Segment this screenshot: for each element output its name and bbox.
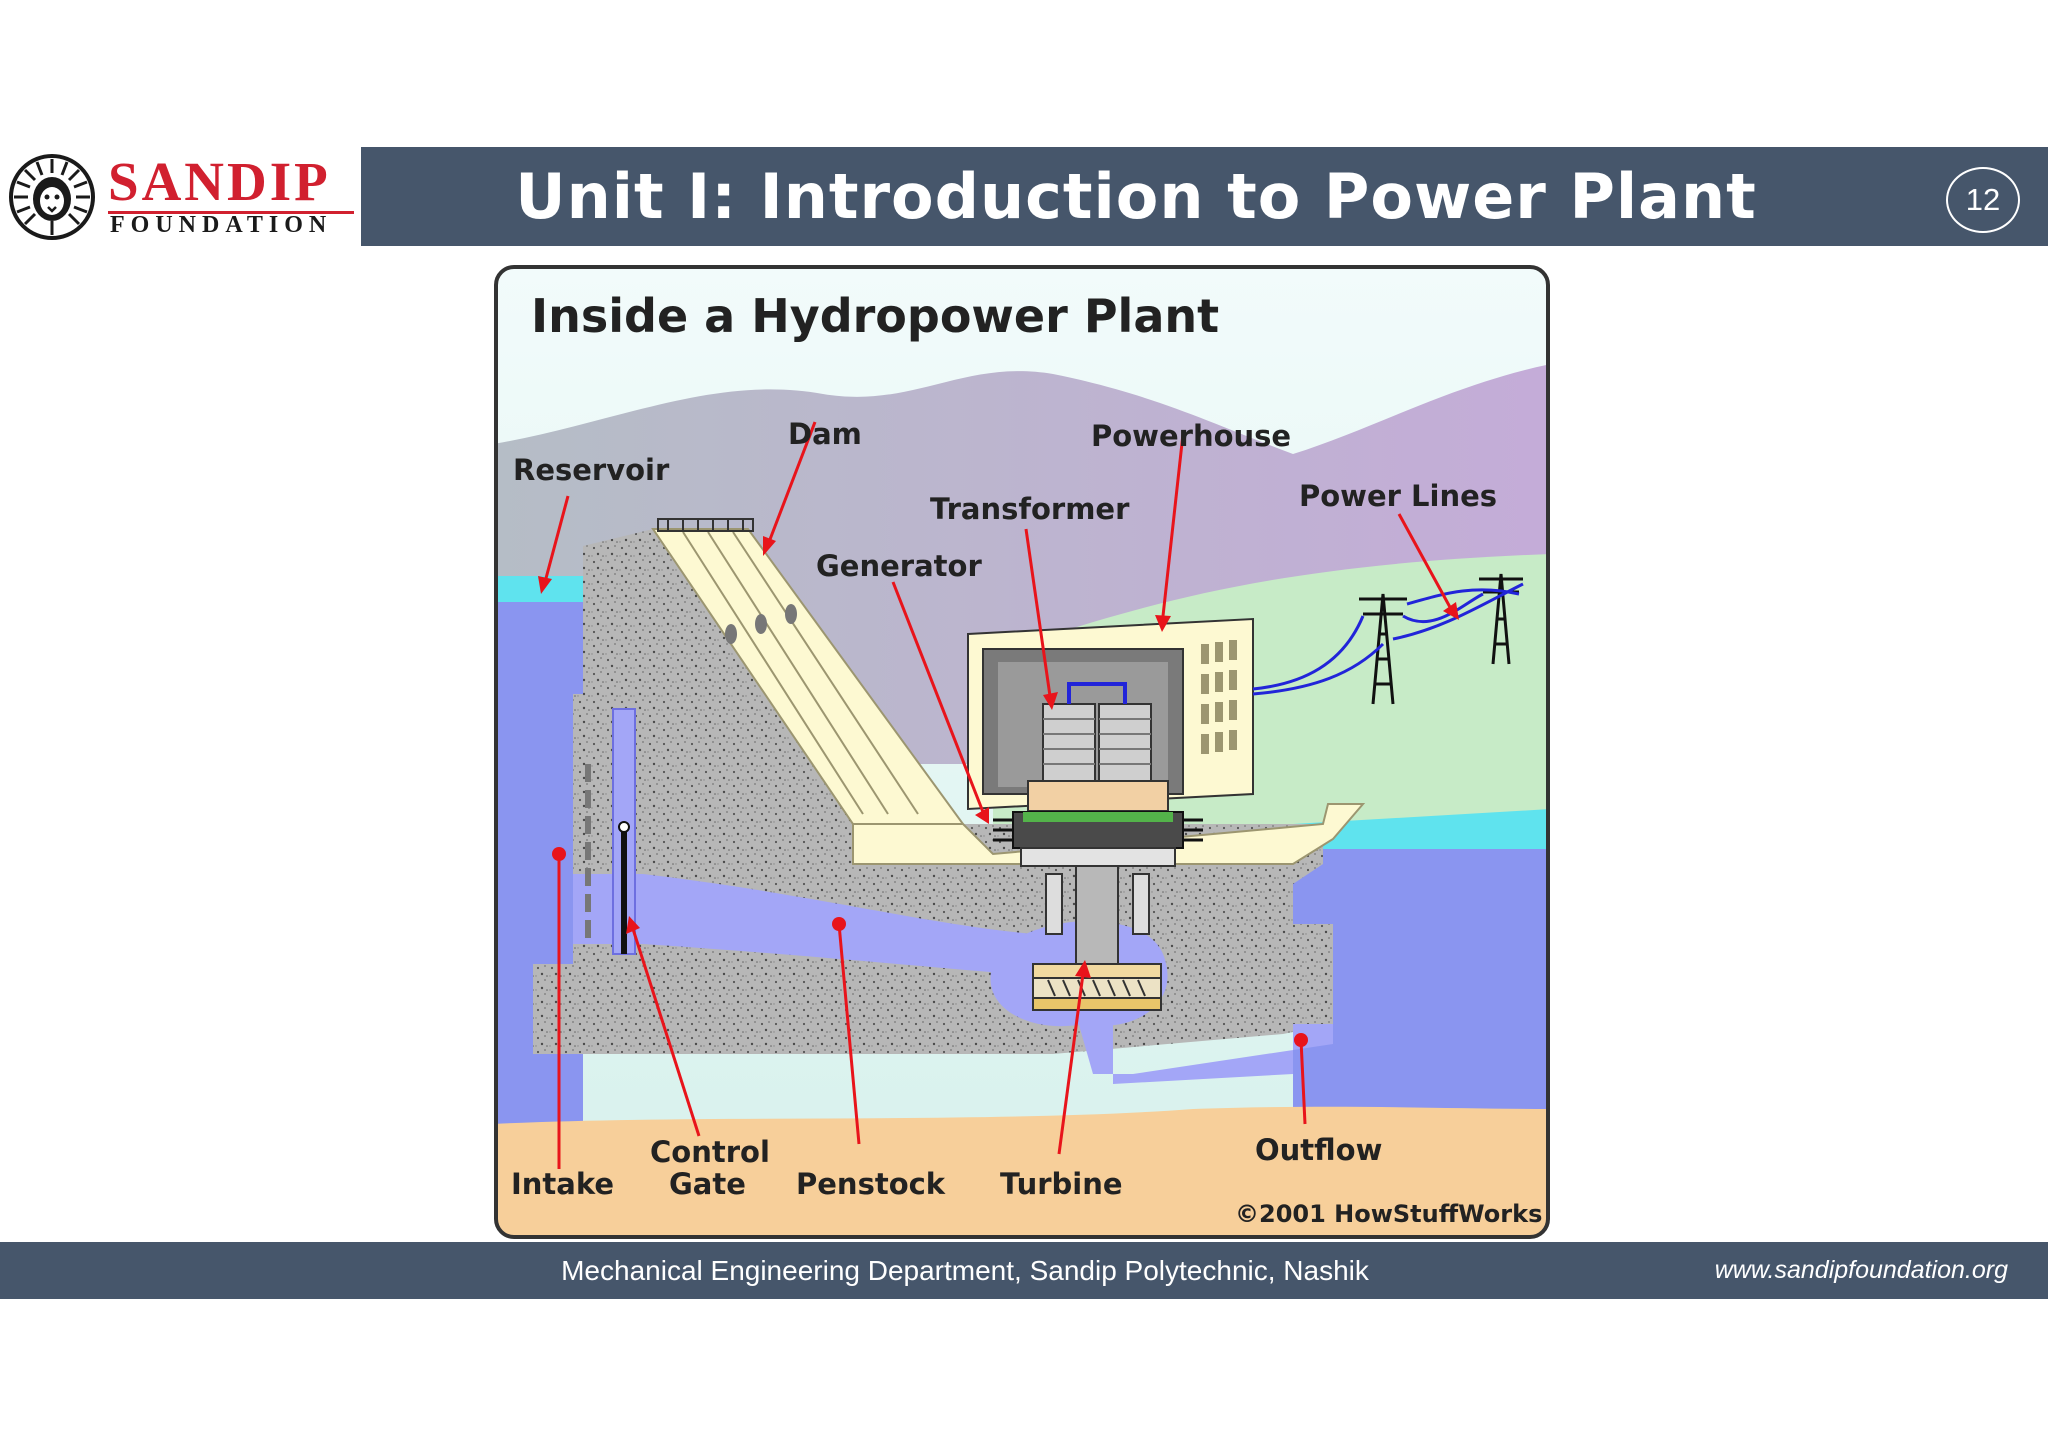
slide-header: SANDIP FOUNDATION Unit I: Introduction t… (0, 147, 2048, 246)
diagram-title: Inside a Hydropower Plant (531, 289, 1219, 343)
transformer-coils (1042, 682, 1152, 785)
footer-department: Mechanical Engineering Department, Sandi… (561, 1255, 1369, 1286)
transmission-towers (1359, 573, 1523, 705)
hydropower-diagram-canvas: Inside a Hydropower Plant Reservoir Dam … (494, 265, 1550, 1239)
label-power-lines: Power Lines (1299, 479, 1497, 513)
ground (496, 1106, 1548, 1237)
diagram-frame (494, 265, 1550, 1239)
turbine-runner (1032, 963, 1162, 1011)
label-outflow: Outflow (1255, 1133, 1382, 1167)
label-transformer: Transformer (930, 492, 1130, 526)
label-arrows (543, 421, 1453, 1169)
label-powerhouse: Powerhouse (1091, 419, 1291, 453)
slide-number-badge: 12 (1946, 167, 2020, 233)
copyright-notice: ©2001 HowStuffWorks (1235, 1200, 1542, 1228)
label-control-gate-line2: Gate (669, 1167, 746, 1201)
brand-name: SANDIP (108, 151, 331, 212)
reservoir-water (496, 576, 583, 1176)
penstock-pipe (573, 874, 1033, 974)
dam-crest-walkway (657, 518, 754, 532)
label-generator: Generator (816, 549, 982, 583)
label-penstock: Penstock (796, 1167, 946, 1201)
label-reservoir: Reservoir (513, 453, 670, 487)
hydropower-diagram: Inside a Hydropower Plant Reservoir Dam … (493, 264, 1551, 1240)
label-dam: Dam (788, 417, 862, 451)
transformer-base (1027, 780, 1169, 812)
slide-footer: Mechanical Engineering Department, Sandi… (0, 1242, 2048, 1299)
outflow-channel (1073, 1004, 1333, 1084)
reservoir-surface (496, 576, 583, 602)
brand-subtitle: FOUNDATION (110, 212, 333, 238)
label-turbine: Turbine (1000, 1167, 1123, 1201)
footer-website-link[interactable]: www.sandipfoundation.org (1714, 1256, 2008, 1284)
page-title: Unit I: Introduction to Power Plant (515, 160, 1757, 233)
brand-logo: SANDIP FOUNDATION (0, 147, 361, 246)
header-bar (361, 147, 2048, 246)
label-intake: Intake (511, 1167, 614, 1201)
turbine-shaft (1075, 865, 1119, 967)
label-control-gate-line1: Control (650, 1135, 770, 1169)
power-line-wires (1252, 582, 1524, 696)
brand-divider (108, 211, 354, 214)
lion-emblem-icon (9, 154, 95, 240)
generator-unit (993, 811, 1203, 867)
